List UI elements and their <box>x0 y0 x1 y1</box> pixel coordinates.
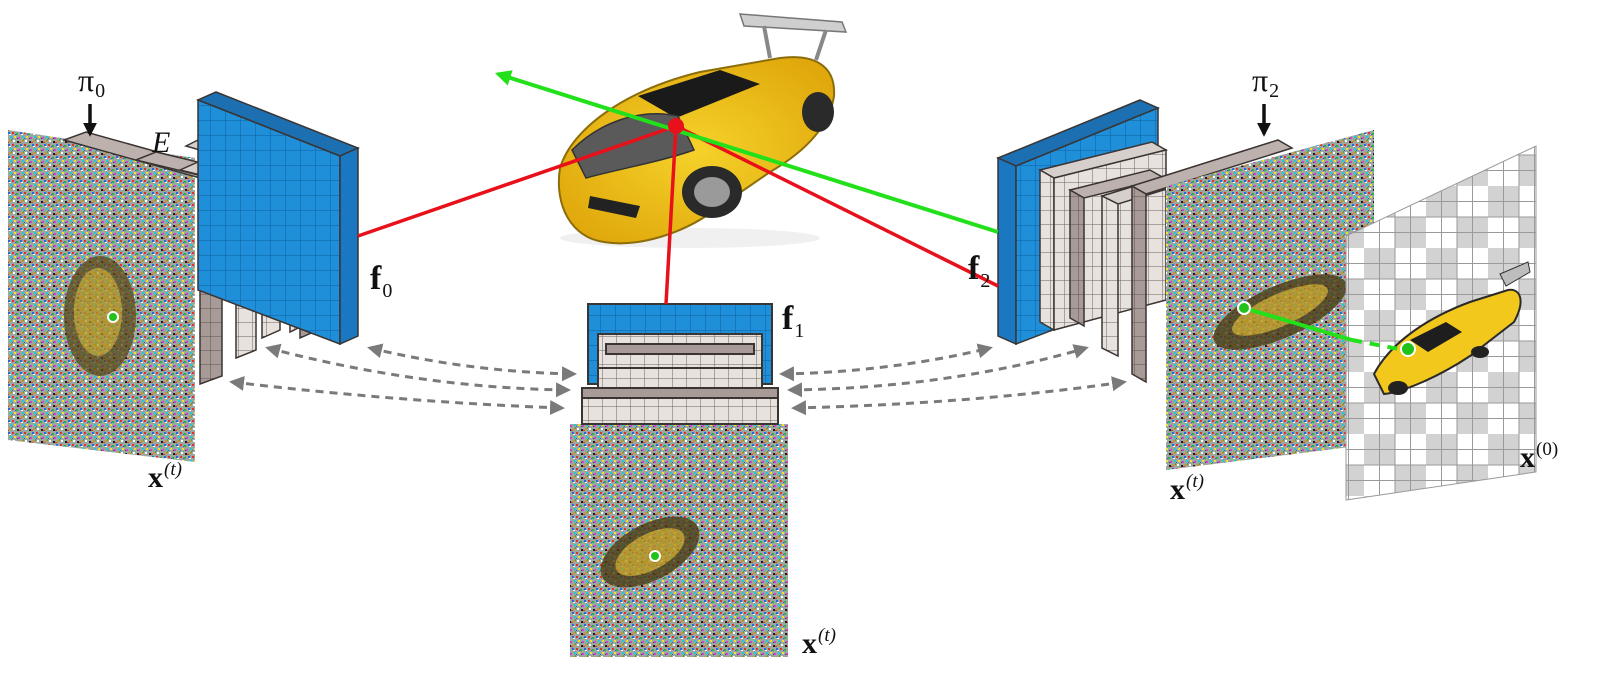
cross-view-attention-arrows <box>229 343 1127 416</box>
noisy-image-label-2: x(t) <box>1170 471 1204 506</box>
ray-red-view-0 <box>357 124 677 238</box>
view-1-group <box>570 303 788 657</box>
encoder-stack-1 <box>581 303 779 425</box>
ray-red-view-1 <box>664 125 678 305</box>
noisy-car-silhouette-2 <box>1213 274 1347 350</box>
view-0-group <box>8 91 360 462</box>
encoder-label: E <box>152 126 171 159</box>
noisy-car-silhouette-0 <box>64 256 136 376</box>
view-2-group <box>996 99 1537 501</box>
noisy-car-silhouette-1 <box>600 516 700 588</box>
ray-red-view-2 <box>675 124 999 288</box>
point-marker-view-1 <box>649 550 661 562</box>
point-marker-clean <box>1400 341 1416 357</box>
noisy-image-label-1: x(t) <box>802 625 836 660</box>
pose-label-0: π0 <box>78 62 106 102</box>
encoder-stack-2 <box>996 99 1294 384</box>
correspondence-line <box>1243 306 1353 342</box>
noisy-image-label-0: x(t) <box>148 459 182 494</box>
correspondence-line-dashed <box>1351 338 1405 352</box>
pose-label-2: π2 <box>1252 62 1280 102</box>
point-marker-view-2 <box>1237 301 1251 315</box>
sports-car-icon <box>557 13 848 248</box>
feature-label-0: f0 <box>370 260 393 302</box>
ray-green-view-2 <box>494 70 999 234</box>
clean-car-image <box>1372 261 1531 396</box>
encoder-stack-0 <box>61 91 360 386</box>
clean-image-label: x(0) <box>1520 439 1559 474</box>
point-3d-marker <box>668 118 684 134</box>
feature-label-1: f1 <box>782 300 805 342</box>
point-marker-view-0 <box>107 311 119 323</box>
feature-label-2: f2 <box>968 250 991 292</box>
